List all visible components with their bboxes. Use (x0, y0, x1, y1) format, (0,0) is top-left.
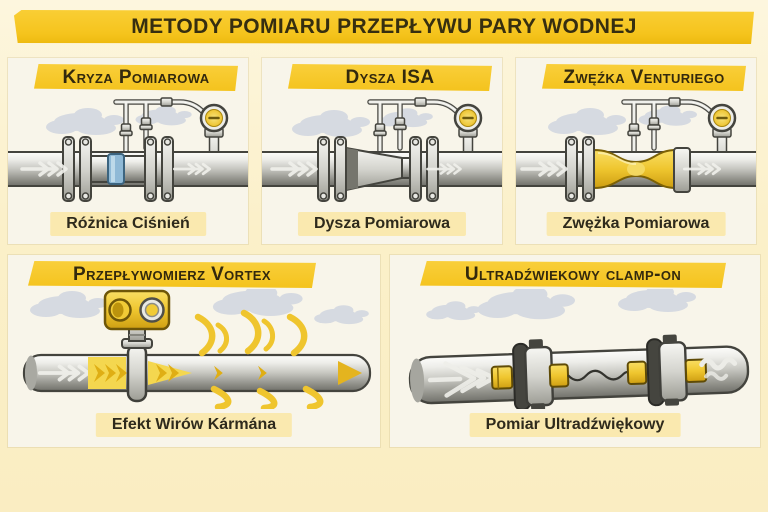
panel-header-banner: Dysza ISA (288, 64, 492, 91)
steam-cloud (212, 289, 303, 316)
sensor-clamp-band (126, 343, 148, 403)
pipe-end-cap (25, 355, 37, 391)
panel-header: Przepływomierz Vortex (73, 263, 271, 285)
pipe-end-cap (410, 358, 425, 403)
steam-cloud (46, 108, 124, 135)
panel-caption: Efekt Wirów Kármána (95, 413, 293, 437)
ultrasonic-sensor (490, 365, 514, 390)
vortex-swirls (194, 309, 324, 409)
panel-isa-nozzle: Dysza ISA Dysza Pomiarowa (262, 58, 502, 244)
panel-header: Dysza ISA (345, 66, 435, 88)
caption-text: Dysza Pomiarowa (313, 215, 451, 232)
steam-cloud (638, 105, 697, 126)
page-title: METODY POMIARU PRZEPŁYWU PARY WODNEJ (131, 15, 637, 38)
venturi-throat-highlight (627, 162, 645, 176)
nozzle-mouth (346, 148, 358, 190)
panel-caption: Różnica Ciśnień (50, 212, 206, 236)
panel-header-banner: Przepływomierz Vortex (28, 261, 316, 288)
panel-header-banner: Kryza Pomiarowa (34, 64, 238, 91)
ultrasonic-sensor (626, 360, 648, 386)
ultrasonic-sensor (548, 363, 570, 388)
isa-nozzle-illustration (262, 92, 502, 202)
panel-header: Zwęźka Venturiego (563, 66, 725, 88)
flow-zone (88, 357, 126, 389)
orifice-plate (107, 153, 125, 185)
flow-arrowhead (338, 361, 362, 385)
flow-highlight (699, 357, 738, 371)
panel-caption: Pomiar Ultradźwiękowy (469, 413, 681, 437)
panel-caption: Dysza Pomiarowa (297, 212, 467, 236)
steam-cloud (477, 289, 575, 320)
vortex-illustration (22, 289, 372, 409)
steam-cloud (292, 110, 370, 137)
panel-header: Ultradźwiekowy clamp-on (464, 263, 682, 285)
panel-header-banner: Zwęźka Venturiego (542, 64, 746, 91)
steam-cloud (618, 289, 696, 312)
steam-cloud (314, 305, 369, 325)
panel-header-banner: Ultradźwiekowy clamp-on (420, 261, 726, 288)
venturi-gloss (597, 152, 637, 165)
caption-text: Różnica Ciśnień (66, 215, 190, 232)
panel-venturi: Zwęźka Venturiego Zwężka Pomiarowa (516, 58, 756, 244)
steam-cloud (426, 301, 481, 321)
clamp-collar (524, 345, 555, 407)
panel-clamp-on: Ultradźwiekowy clamp-on (390, 255, 760, 447)
clamp-collar (657, 341, 688, 403)
orifice-highlight (111, 156, 115, 182)
caption-text: Efekt Wirów Kármána (111, 416, 277, 433)
venturi-illustration (516, 92, 756, 202)
caption-text: Pomiar Ultradźwiękowy (485, 416, 665, 433)
sensor-cable (567, 369, 631, 382)
panel-caption: Zwężka Pomiarowa (546, 212, 726, 236)
steam-cloud (30, 291, 108, 318)
main-title-banner: METODY POMIARU PRZEPŁYWU PARY WODNEJ (14, 10, 754, 44)
caption-text: Zwężka Pomiarowa (562, 215, 710, 232)
panel-header: Kryza Pomiarowa (62, 66, 210, 88)
steam-cloud (548, 108, 626, 135)
orifice-plate-illustration (8, 92, 248, 202)
steam-cloud (378, 108, 433, 128)
clamp-on-illustration (408, 289, 750, 409)
panel-orifice-plate: Kryza Pomiarowa Różnica Ciśnień (8, 58, 248, 244)
panel-vortex: Przepływomierz Vortex (8, 255, 380, 447)
